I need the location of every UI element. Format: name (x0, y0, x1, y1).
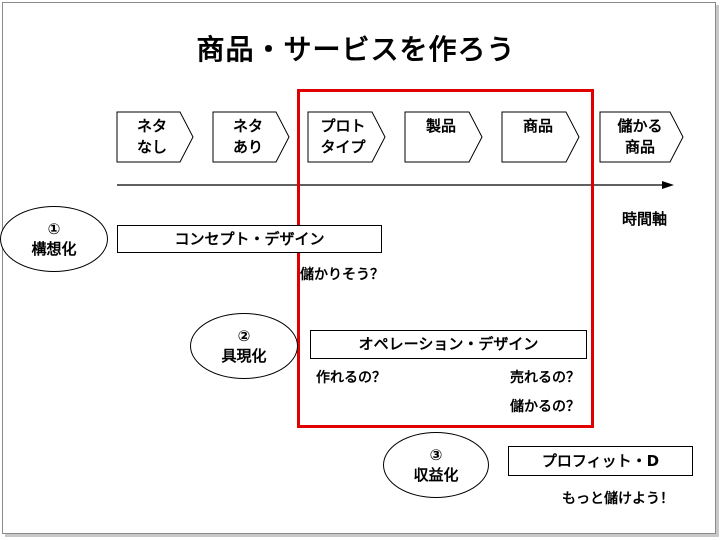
time-axis-arrowhead (662, 181, 674, 189)
phase-3-ellipse: ③ 収益化 (383, 432, 489, 498)
phase-1-name: 構想化 (31, 240, 77, 258)
question-will-it-sell: 売れるの？ (510, 370, 580, 386)
slide-title: 商品・サービスを作ろう (196, 33, 516, 66)
phase-1-number: ① (47, 220, 61, 238)
time-axis-label: 時間軸 (622, 210, 668, 228)
question-is-it-profitable: 儲かるの？ (510, 399, 580, 415)
stage-6-label: 儲かる商品 (617, 117, 663, 156)
phase-3-number: ③ (429, 446, 443, 464)
stage-5-label: 商品 (522, 117, 553, 135)
stage-4-label: 製品 (425, 117, 456, 135)
question-can-we-make: 作れるの？ (316, 370, 386, 386)
note-profit-more: もっと儲けよう！ (562, 491, 674, 507)
stage-chevron-3 (307, 111, 386, 163)
stage-3-label: プロトタイプ (320, 117, 366, 156)
stage-chevron-6 (599, 111, 684, 163)
stage-chevron-5 (501, 111, 580, 163)
stage-2-label: ネタあり (232, 117, 263, 156)
profit-design-box: プロフィット・D (508, 446, 693, 476)
phase-1-ellipse: ① 構想化 (0, 206, 108, 272)
phase-3-name: 収益化 (413, 466, 459, 484)
phase-2-name: 具現化 (221, 347, 267, 365)
stage-chevron-4 (404, 111, 483, 163)
question-will-it-profit: 儲かりそう？ (300, 267, 384, 283)
phase-2-ellipse: ② 具現化 (190, 313, 298, 379)
phase-2-number: ② (237, 327, 251, 345)
highlight-frame (297, 89, 594, 428)
stage-chevron-2 (212, 111, 290, 163)
stage-chevron-1 (116, 111, 194, 163)
operation-design-box: オペレーション・デザイン (310, 330, 587, 359)
stage-1-label: ネタなし (136, 117, 167, 156)
concept-design-box: コンセプト・デザイン (117, 225, 382, 253)
